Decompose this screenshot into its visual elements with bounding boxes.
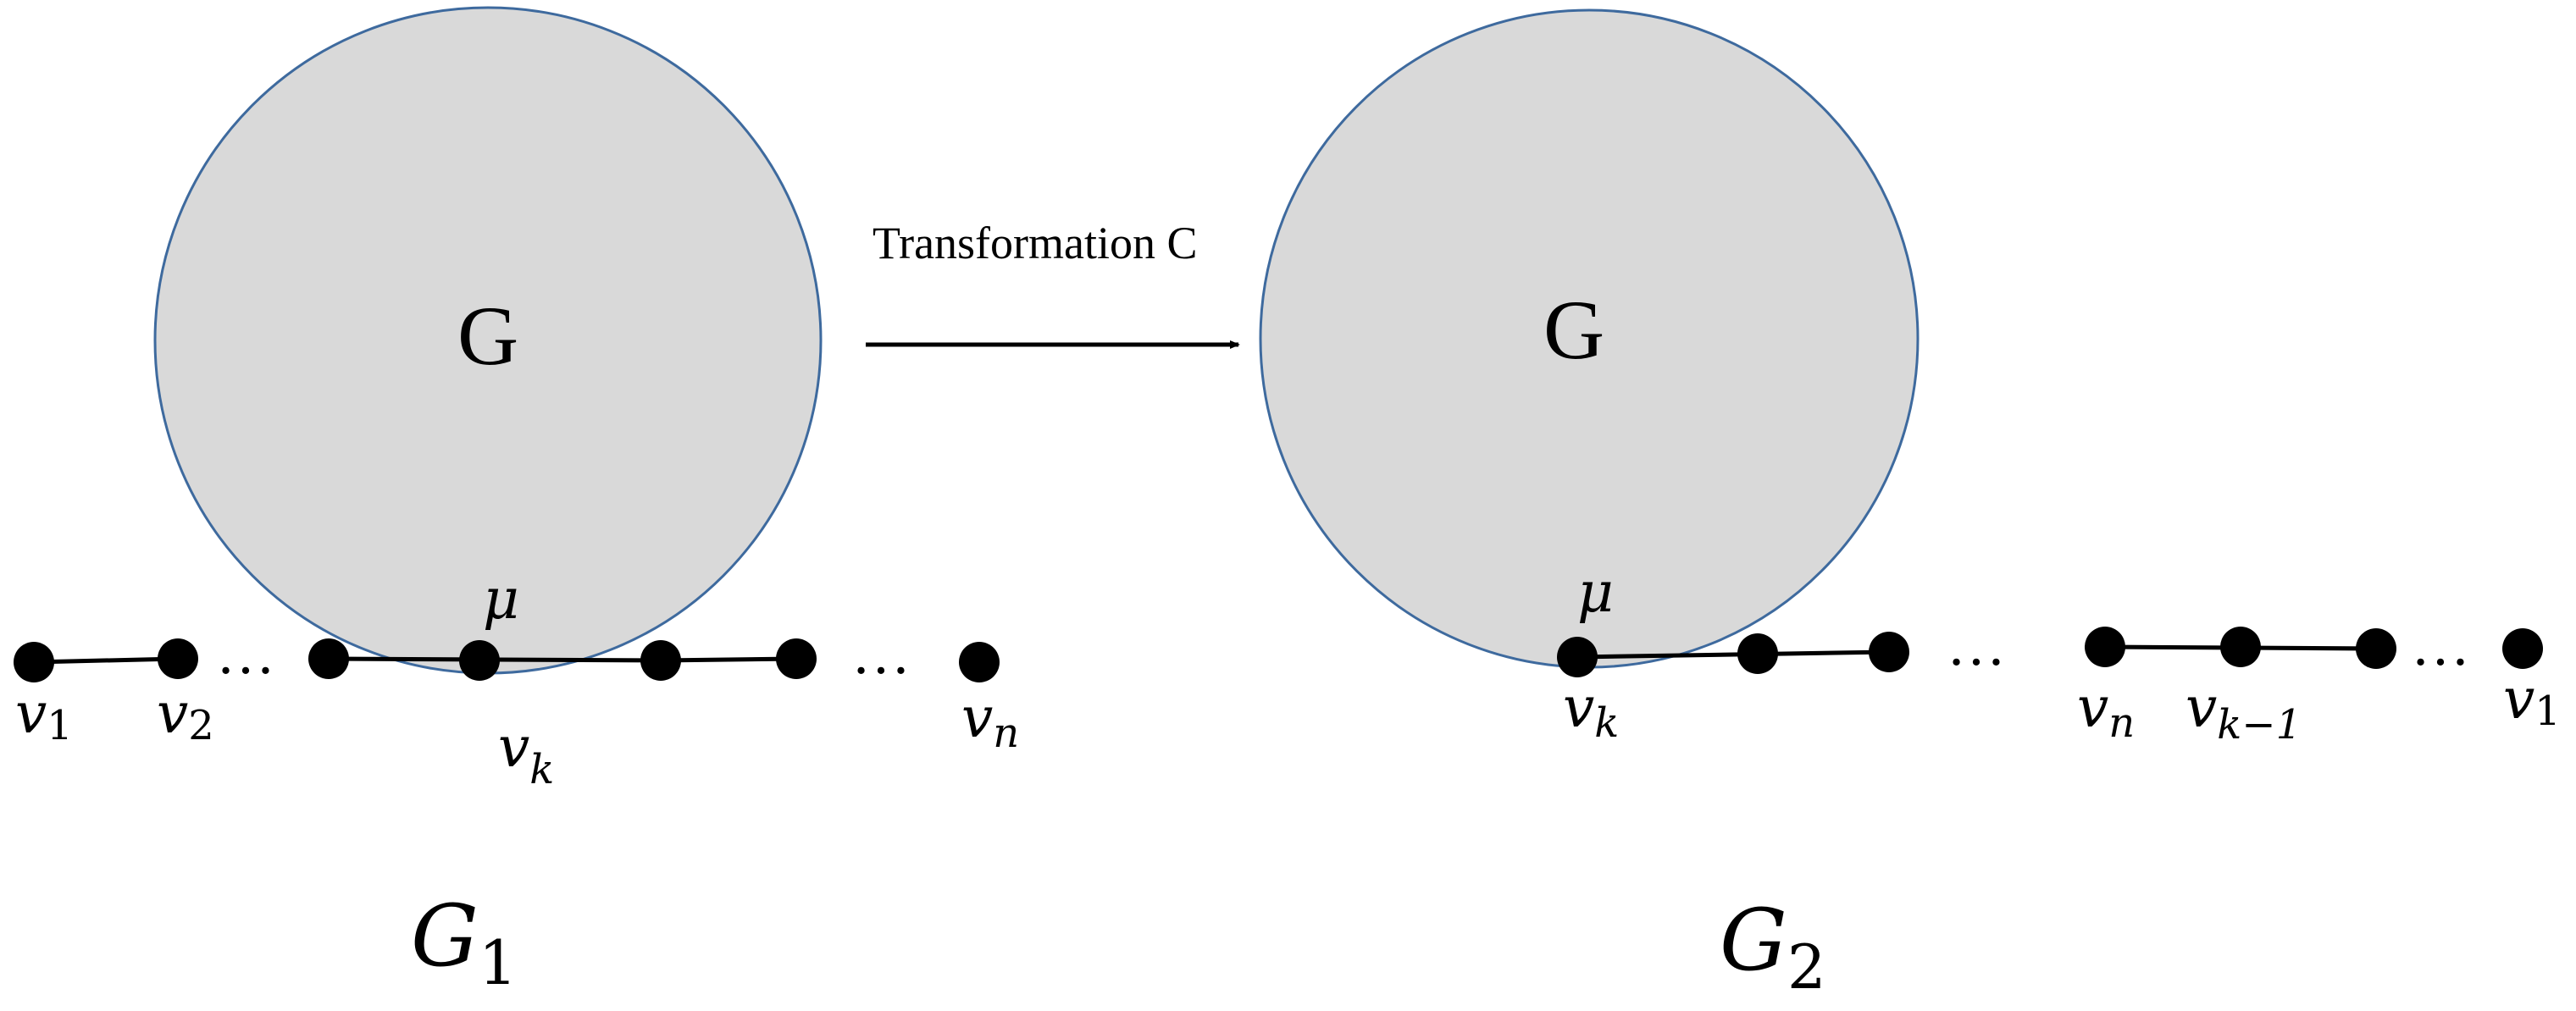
right-label-vk-1-main: v (2185, 675, 2217, 740)
right-label-v1-sub: 1 (2534, 688, 2561, 735)
left-label-vn-main: v (961, 685, 993, 750)
right-vertex-vk-1 (2220, 627, 2261, 667)
right-vertex-vk (1557, 637, 1598, 677)
left-label-vk: vk (498, 715, 554, 793)
transformation-arrow: Transformation C (866, 218, 1240, 349)
left-dots-2: … (851, 622, 911, 687)
right-caption-sub: 2 (1787, 931, 1826, 1003)
left-label-vn-sub: n (993, 710, 1019, 757)
right-dots-1: … (1947, 613, 2006, 678)
left-label-vk-sub: k (529, 746, 554, 793)
right-dots-2: … (2411, 613, 2470, 678)
arrow-label: Transformation C (873, 218, 1198, 268)
right-label-vn-main: v (2077, 675, 2108, 740)
right-vertex-v1 (2502, 628, 2543, 669)
right-label-vn-sub: n (2108, 699, 2135, 747)
right-label-vk: vk (1563, 675, 1619, 747)
right-graph-g-label: G (1543, 283, 1604, 377)
left-label-v1: v1 (15, 681, 73, 749)
left-dots-1: … (216, 622, 275, 687)
right-vertex-b (1869, 632, 1909, 672)
right-label-v1-main: v (2503, 666, 2534, 732)
right-caption: G2 (1720, 891, 1826, 1003)
left-label-v2-main: v (157, 681, 188, 746)
right-label-vk-1-sub: k−1 (2217, 701, 2302, 749)
left-vertex-v1 (14, 642, 54, 682)
right-mu-label: μ (1577, 560, 1614, 625)
left-label-vn: vn (961, 685, 1019, 757)
right-label-vk-main: v (1563, 675, 1594, 740)
left-label-v2-sub: 2 (188, 702, 214, 749)
left-label-v1-main: v (15, 681, 47, 746)
left-label-v1-sub: 1 (47, 702, 73, 749)
left-vertex-a (308, 638, 349, 679)
right-caption-main: G (1720, 891, 1787, 990)
left-label-v2: v2 (157, 681, 214, 749)
left-caption-sub: 1 (479, 927, 518, 998)
left-caption: G1 (411, 887, 518, 998)
right-vertex-c (2356, 628, 2396, 669)
left-graph: G … … μ v1 v2 vk vn G1 (14, 6, 1019, 998)
left-edge-right (660, 656, 797, 663)
right-edge-left (1576, 649, 1890, 660)
right-label-vk-1: vk−1 (2185, 675, 2302, 749)
right-graph: G … … μ vk vn vk−1 v1 G2 (1259, 8, 2561, 1003)
right-vertex-vn (2085, 627, 2125, 667)
left-vertex-c (776, 638, 817, 679)
left-caption-main: G (411, 887, 479, 986)
left-graph-g-label: G (457, 289, 518, 383)
left-vertex-vn (959, 642, 1000, 682)
left-mu-label: μ (483, 566, 519, 632)
left-label-vk-main: v (498, 715, 529, 780)
right-label-vn: vn (2077, 675, 2135, 747)
left-vertex-b (640, 640, 681, 681)
left-edge-v1-v2 (33, 656, 179, 665)
left-vertex-vk (459, 640, 500, 681)
right-vertex-a (1737, 633, 1778, 674)
left-vertex-v2 (158, 638, 198, 679)
right-label-v1: v1 (2503, 666, 2561, 735)
right-label-vk-sub: k (1594, 699, 1619, 747)
